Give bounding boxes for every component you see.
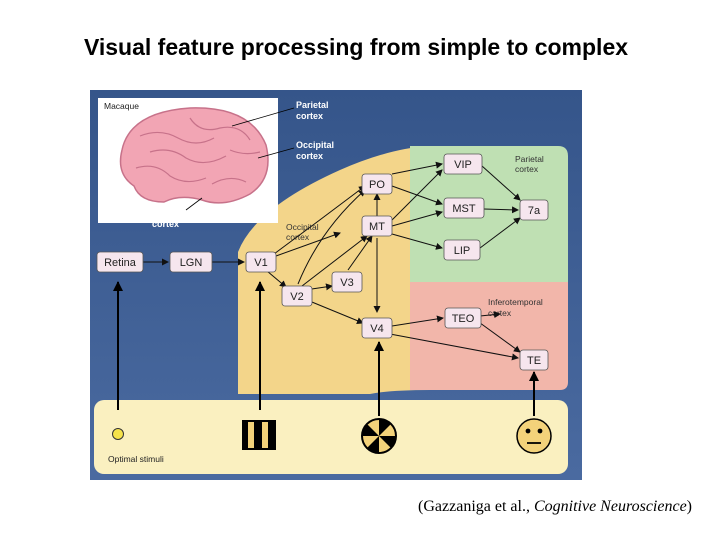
arrow-mt-mst (391, 210, 443, 227)
face-stimulus-icon (516, 418, 552, 454)
visual-pathway-diagram: Macaque Parietal cortex Occipital cortex… (90, 90, 582, 480)
node-vip: VIP (443, 153, 483, 175)
node-v2: V2 (281, 285, 313, 307)
node-v1: V1 (245, 251, 277, 273)
arrow-v2-v4 (306, 299, 364, 324)
arrow-mt-vip (391, 169, 443, 221)
arrow-vip-7a (481, 165, 521, 201)
arrow-v3-mt (347, 235, 373, 271)
node-teo-label: TEO (452, 313, 475, 325)
occipital-pointer (257, 147, 295, 159)
arrow-teo-label (479, 311, 501, 319)
arrow-v4-teo (391, 315, 444, 327)
node-7a: 7a (519, 199, 549, 221)
node-v2-label: V2 (290, 291, 303, 303)
species-label: Macaque (104, 101, 139, 111)
arrow-v1-mt (275, 231, 341, 257)
arrow-v1-v2 (266, 270, 287, 288)
inferotemporal-pointer (185, 197, 203, 211)
brain-label-occipital-2: cortex (296, 151, 323, 161)
citation-caption: (Gazzaniga et al., Cognitive Neuroscienc… (418, 498, 692, 516)
brain-label-inferotemporal-2: cortex (152, 219, 179, 229)
node-v1-label: V1 (254, 257, 267, 269)
node-te: TE (519, 349, 549, 371)
arrow-v4-te (389, 333, 519, 361)
region-label-inferotemporal-2: cortex (488, 308, 512, 318)
node-te-label: TE (527, 355, 541, 367)
brain-label-occipital-1: Occipital (296, 140, 334, 150)
arrow-v2-po (297, 189, 366, 285)
region-label-occipital-2: cortex (286, 232, 310, 242)
brain-label-parietal-2: cortex (296, 111, 323, 121)
node-v3: V3 (331, 271, 363, 293)
region-label-inferotemporal-1: Inferotemporal (488, 297, 543, 307)
node-retina: Retina (96, 251, 144, 273)
node-lip: LIP (443, 239, 481, 261)
parietal-pointer (231, 107, 295, 127)
slide-title: Visual feature processing from simple to… (83, 34, 629, 60)
visual-pathway-figure: Macaque Parietal cortex Occipital cortex… (90, 90, 582, 480)
region-label-occipital-1: Occipital (286, 222, 319, 232)
node-7a-label: 7a (528, 205, 541, 217)
caption-suffix: ) (686, 498, 692, 515)
node-v3-label: V3 (340, 277, 353, 289)
arrow-po-vip (391, 161, 443, 175)
macaque-brain-inset: Macaque (98, 98, 295, 223)
stimuli-panel (94, 400, 568, 474)
node-v4-label: V4 (370, 323, 383, 335)
spot-stimulus-icon (112, 428, 124, 440)
brain-label-inferotemporal-1: Inferotemporal (152, 208, 215, 218)
arrow-v1-po (273, 185, 366, 255)
caption-book-title: Cognitive Neuroscience (533, 498, 687, 515)
grating-stimulus-icon (242, 420, 276, 450)
arrow-lip-7a (479, 217, 521, 249)
brain-gyri (135, 117, 261, 185)
region-label-parietal-2: cortex (515, 164, 539, 174)
arrow-mt-lip (391, 233, 443, 250)
arrow-mst-7a (483, 206, 519, 214)
node-mt-label: MT (369, 221, 385, 233)
region-label-parietal-1: Parietal (515, 154, 544, 164)
caption-prefix: (Gazzaniga et al., (418, 498, 534, 515)
node-lip-label: LIP (454, 245, 471, 257)
node-lgn-label: LGN (180, 257, 203, 269)
node-mt: MT (361, 215, 393, 237)
arrow-v2-mt (301, 235, 368, 287)
node-teo: TEO (444, 307, 482, 329)
stimuli-label: Optimal stimuli (108, 454, 164, 464)
brain-shape (119, 107, 269, 204)
node-mst: MST (443, 197, 485, 219)
radial-pattern-stimulus-icon (361, 418, 397, 454)
node-po-label: PO (369, 179, 385, 191)
node-po: PO (361, 173, 393, 195)
node-retina-label: Retina (104, 257, 137, 269)
brain-label-parietal-1: Parietal (296, 100, 329, 110)
node-v4: V4 (361, 317, 393, 339)
node-vip-label: VIP (454, 159, 472, 171)
arrow-teo-te (475, 319, 521, 353)
node-lgn: LGN (169, 251, 213, 273)
node-mst-label: MST (452, 203, 476, 215)
